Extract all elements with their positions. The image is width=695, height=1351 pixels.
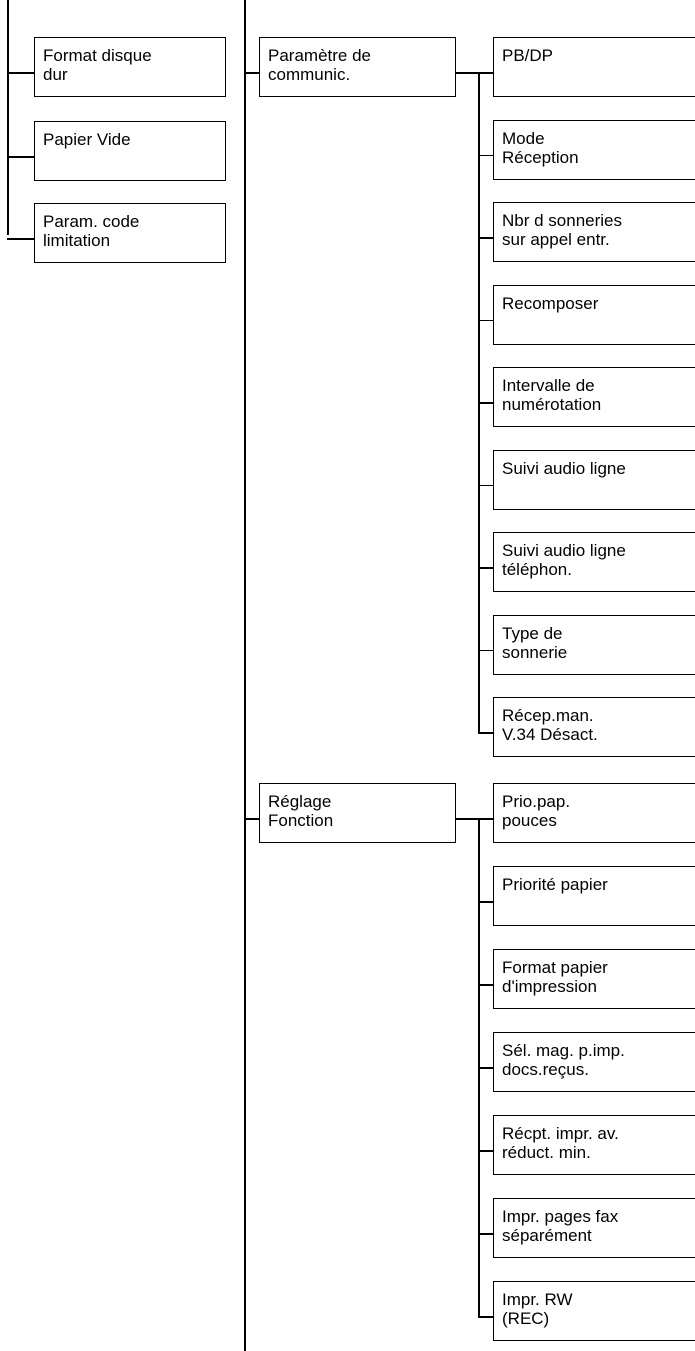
setting-box: Récep.man.V.34 Désact.	[493, 697, 695, 757]
item-connector	[478, 649, 493, 651]
item-connector	[478, 72, 493, 74]
item-connector	[478, 567, 493, 569]
item-connector	[478, 984, 493, 986]
setting-box: Sél. mag. p.imp.docs.reçus.	[493, 1032, 695, 1092]
item-connector	[478, 319, 493, 321]
column1-connector	[7, 156, 34, 158]
setting-box-line-2: séparément	[502, 1226, 592, 1245]
setting-box-line-1: Suivi audio ligne	[502, 458, 626, 478]
group-box-line-1: Réglage	[268, 792, 332, 811]
setting-box: Récpt. impr. av.réduct. min.	[493, 1115, 695, 1175]
setting-box: Impr. RW(REC)	[493, 1281, 695, 1341]
item-connector	[478, 732, 493, 734]
setting-box-line-1: Sél. mag. p.imp.	[502, 1041, 625, 1060]
setting-box-line-1: Priorité papier	[502, 875, 608, 894]
setting-box-line-2: d'impression	[502, 977, 597, 996]
item-connector	[478, 1316, 493, 1318]
setting-box-line-1: Recomposer	[502, 293, 599, 313]
setting-box-line-1: Impr. RW	[502, 1290, 573, 1309]
setting-box-line-1: Récep.man.	[502, 706, 594, 725]
setting-box-line-2: réduct. min.	[502, 1143, 591, 1162]
setting-box-line-1: Prio.pap.	[502, 792, 571, 811]
column1-connector	[7, 72, 34, 74]
item-connector	[478, 154, 493, 156]
setting-box-line-2: docs.reçus.	[502, 1060, 589, 1079]
setting-box-line-2: V.34 Désact.	[502, 725, 598, 744]
setting-box-line-2: Réception	[502, 147, 579, 167]
setting-box-line-1: Récpt. impr. av.	[502, 1124, 619, 1143]
setting-box-line-1: Intervalle de	[502, 376, 595, 395]
item-connector	[478, 402, 493, 404]
setting-box-line-1: Suivi audio ligne	[502, 541, 626, 560]
setting-box: Suivi audio ligne	[493, 449, 695, 510]
group-connector-left	[244, 818, 259, 820]
setting-box: PB/DP	[493, 37, 695, 97]
item-connector	[478, 1067, 493, 1069]
setting-box-line-2: pouces	[502, 811, 557, 830]
item-connector	[478, 237, 493, 239]
column1-box: Papier Vide	[34, 121, 226, 181]
item-connector	[478, 901, 493, 903]
group-connector-left	[244, 72, 259, 74]
group-connector-right	[456, 818, 478, 820]
item-connector	[478, 818, 493, 820]
setting-box-line-2: sonnerie	[502, 642, 568, 662]
setting-box: Priorité papier	[493, 866, 695, 926]
setting-box-line-2: numérotation	[502, 395, 602, 414]
column1-box-line-1: Format disque	[43, 46, 152, 65]
column1-box-line-1: Papier Vide	[43, 130, 131, 149]
setting-box: Prio.pap.pouces	[493, 783, 695, 843]
group-connector-right	[456, 72, 478, 74]
setting-box-line-1: Format papier	[502, 958, 608, 977]
setting-box-line-1: Type de	[502, 623, 563, 643]
item-connector	[478, 1233, 493, 1235]
item-connector	[478, 1150, 493, 1152]
setting-box-line-1: PB/DP	[502, 46, 554, 65]
setting-box-line-1: Nbr d sonneries	[502, 211, 623, 230]
setting-box-line-2: (REC)	[502, 1309, 550, 1328]
group-box-line-2: communic.	[268, 65, 351, 84]
item-connector	[478, 484, 493, 486]
column1-box-line-2: dur	[43, 65, 68, 84]
column1-connector	[7, 238, 34, 240]
setting-box-line-2: téléphon.	[502, 560, 572, 579]
setting-box: Recomposer	[493, 284, 695, 345]
setting-box-line-2: sur appel entr.	[502, 230, 610, 249]
column1-spine	[7, 0, 9, 235]
group-box-line-2: Fonction	[268, 811, 334, 830]
column1-box-line-2: limitation	[43, 231, 111, 250]
setting-box-line-1: Impr. pages fax	[502, 1207, 619, 1226]
setting-box-line-1: Mode	[502, 128, 545, 148]
column1-box-line-1: Param. code	[43, 212, 140, 231]
group-box-line-1: Paramètre de	[268, 46, 371, 65]
main-spine	[244, 0, 246, 1351]
